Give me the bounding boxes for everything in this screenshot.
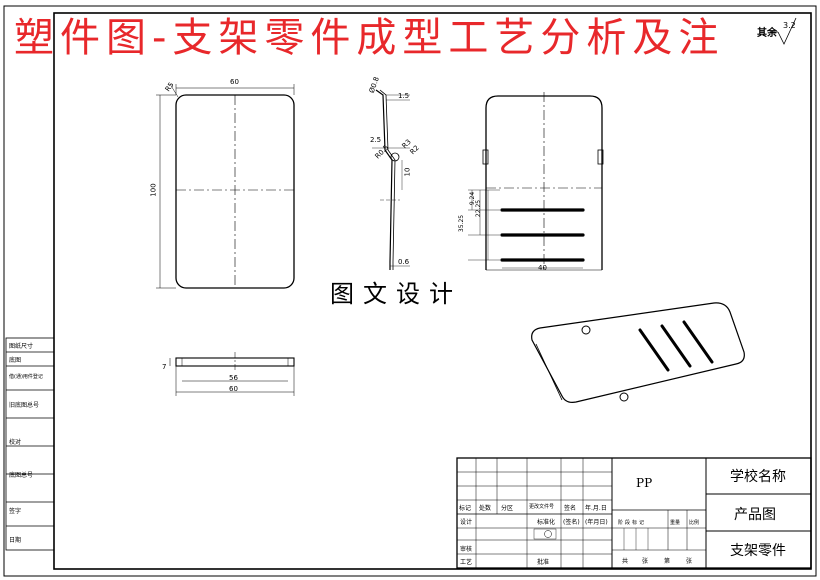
rev-header-5: 年.月.日: [585, 505, 607, 512]
side-hinge-circle: [390, 152, 400, 162]
iso-hinge-top: [581, 325, 591, 335]
title-block-grid: [456, 457, 812, 569]
side-thk-bottom: 0.6: [398, 258, 410, 266]
left-block-grid: [5, 337, 55, 551]
approve-label: 批准: [537, 559, 550, 566]
rear-dim-3: 35.25: [458, 214, 466, 233]
bottom-inner-dim: 56: [229, 374, 238, 382]
school-name: 学校名称: [730, 469, 786, 485]
front-height-dim: 100: [149, 183, 158, 197]
sheet-1: 张: [642, 558, 649, 565]
iso-hinge-bottom: [619, 392, 629, 402]
left-item-0: 图纸尺寸: [9, 343, 34, 350]
roughness-label: 其余: [757, 28, 777, 39]
stage-header-1: 重量: [670, 520, 681, 526]
isometric-view: [531, 302, 745, 403]
role-process: 工艺: [460, 559, 473, 566]
left-item-1: 底图: [9, 357, 22, 364]
rev-header-3: 更改文件号: [529, 504, 555, 510]
iso-plate: [531, 302, 745, 403]
side-dim-25: 2.5: [370, 136, 382, 144]
rev-header-4: 签名: [564, 505, 577, 512]
side-dim-10: 10: [403, 167, 412, 177]
left-item-6: 底图总号: [9, 472, 34, 479]
inner-border: [53, 12, 812, 570]
role-review: 审核: [460, 546, 473, 553]
sheet-2: 第: [664, 558, 671, 565]
iso-slot-1: [638, 328, 670, 372]
stage-header-0: 阶段标记: [618, 520, 647, 526]
stage-header-2: 比例: [689, 520, 700, 526]
rear-clip-left: [482, 149, 489, 165]
roughness-value: 3.2: [783, 21, 796, 30]
front-view: [156, 83, 295, 289]
front-width-dim: 60: [230, 78, 239, 86]
sheet-0: 共: [622, 558, 629, 565]
outer-border: [3, 5, 817, 577]
sheet-3: 张: [686, 558, 693, 565]
part-name: 支架零件: [730, 543, 786, 559]
rear-clip-right: [597, 149, 604, 165]
left-item-3: 旧底图总号: [9, 402, 40, 409]
roughness-symbol: [770, 17, 797, 45]
drawing-type: 产品图: [734, 507, 776, 523]
projection-symbol-box: [533, 528, 557, 540]
drawing-title: 塑件图-支架零件成型工艺分析及注: [14, 15, 725, 61]
rev-header-1: 处数: [479, 505, 492, 512]
watermark-text: 图文设计: [330, 280, 462, 308]
left-item-2: 借(通)用件登记: [9, 374, 43, 380]
iso-slot-3: [682, 320, 714, 364]
date-label: (年月日): [585, 519, 608, 526]
rev-header-0: 标记: [459, 505, 472, 512]
side-view: [372, 89, 410, 270]
bottom-outer-dim: 60: [229, 385, 238, 393]
iso-slot-2: [660, 324, 692, 368]
left-item-8: 日期: [9, 537, 22, 544]
bottom-height-dim: 7: [162, 363, 167, 371]
left-item-7: 签字: [9, 508, 22, 515]
rear-slot-width: 40: [538, 264, 547, 272]
rear-dim-2: 22.25: [475, 199, 483, 218]
rev-header-2: 分区: [501, 505, 514, 512]
std-label: 标准化: [537, 519, 556, 526]
sign-label: (签名): [563, 519, 580, 526]
rear-view: [468, 92, 604, 271]
left-item-5: 校对: [9, 439, 22, 446]
side-thk-top: 1.5: [398, 92, 410, 100]
role-design: 设计: [460, 519, 473, 526]
material-label: PP: [636, 476, 653, 490]
bottom-view: [169, 352, 295, 396]
